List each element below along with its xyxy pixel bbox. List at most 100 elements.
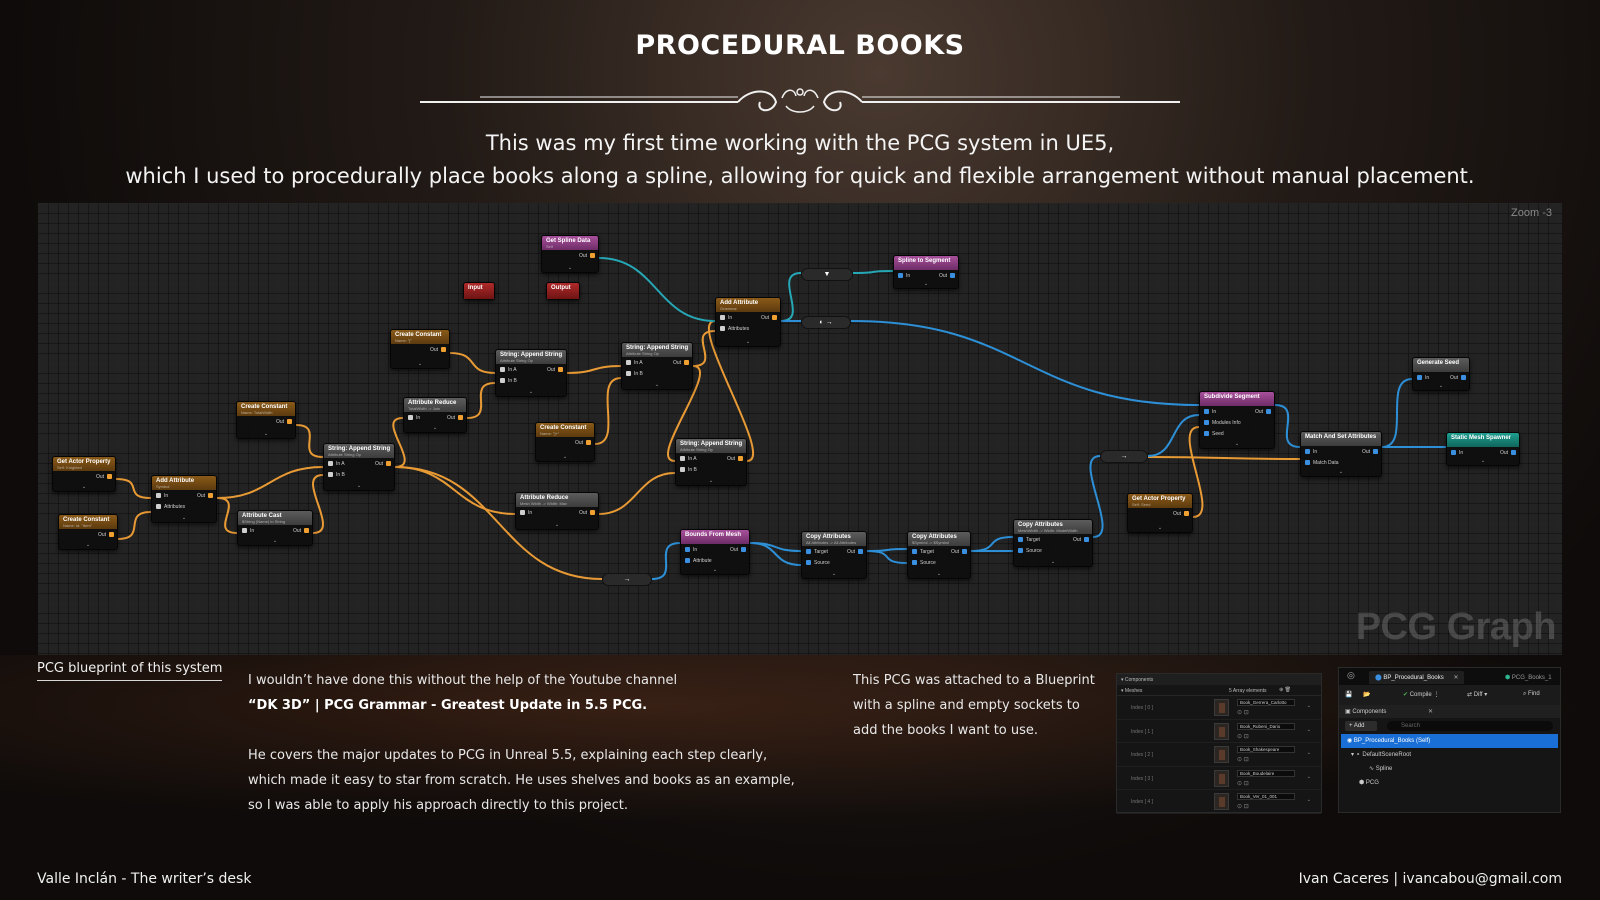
chevron-down-icon[interactable]: ⌄ <box>1306 797 1311 803</box>
close-panel-icon[interactable]: ✕ <box>1428 709 1434 715</box>
pin-out[interactable]: Out <box>98 532 114 538</box>
pin-in-b[interactable]: In B <box>328 472 345 478</box>
node-expand-icon[interactable]: ⌄ <box>554 522 560 528</box>
pin-out[interactable]: Out <box>197 493 213 499</box>
node-expand-icon[interactable]: ⌄ <box>81 484 87 490</box>
pin-in[interactable]: In <box>1305 449 1317 455</box>
mesh-array-row[interactable]: Index [ 4 ]Book_Ver_01_001⊙ ⊡⌄ <box>1117 790 1321 814</box>
pin-seed[interactable]: Seed <box>1204 431 1224 437</box>
add-element-icon[interactable]: ⊕ 🗑 <box>1279 687 1291 693</box>
mesh-asset-select[interactable]: Book_Gerrera_Carlotto <box>1237 699 1295 706</box>
node-expand-icon[interactable]: ⌄ <box>745 339 751 345</box>
pin-in-a[interactable]: In A <box>680 456 697 462</box>
pin-out[interactable]: Out <box>579 253 595 259</box>
chevron-down-icon[interactable]: ⌄ <box>1306 750 1311 756</box>
node-output[interactable]: Output <box>546 282 580 300</box>
meshes-array-panel[interactable]: ▾ Components ▾ Meshes 5 Array elements ⊕… <box>1116 673 1322 814</box>
asset-actions-icon[interactable]: ⊙ ⊡ <box>1237 804 1249 810</box>
tree-item-default-scene-root[interactable]: ▾ ⚬ DefaultSceneRoot <box>1351 752 1412 758</box>
save-icon[interactable]: 💾 <box>1345 692 1353 698</box>
node-expand-icon[interactable]: ⌄ <box>1438 383 1444 389</box>
pin-in[interactable]: In <box>898 273 910 279</box>
pin-in[interactable]: In <box>156 493 168 499</box>
asset-actions-icon[interactable]: ⊙ ⊡ <box>1237 733 1249 740</box>
diff-button[interactable]: ⇄ Diff ▾ <box>1467 692 1488 698</box>
chevron-down-icon[interactable]: ⌄ <box>1306 773 1311 780</box>
node-expand-icon[interactable]: ⌄ <box>712 567 718 573</box>
pin-in[interactable]: In <box>720 315 732 321</box>
pin-modules-info[interactable]: Modules Info <box>1204 420 1241 426</box>
pin-in-b[interactable]: In B <box>500 378 517 384</box>
node-expand-icon[interactable]: ⌄ <box>1480 458 1486 464</box>
chevron-down-icon[interactable]: ⌄ <box>1306 726 1311 733</box>
pin-match-data[interactable]: Match Data <box>1305 460 1339 466</box>
pin-target[interactable]: Target <box>1018 537 1040 543</box>
pin-target[interactable]: Target <box>806 549 828 555</box>
pin-in-a[interactable]: In A <box>328 461 345 467</box>
browse-icon[interactable]: 📂 <box>1363 692 1371 698</box>
pin-out[interactable]: Out <box>730 547 746 553</box>
pin-in-b[interactable]: In B <box>680 467 697 473</box>
tree-item-pcg[interactable]: ⬢ PCG <box>1359 780 1379 786</box>
node-expand-icon[interactable]: ⌄ <box>562 454 568 460</box>
pin-out[interactable]: Out <box>96 474 112 480</box>
close-tab-icon[interactable]: ✕ <box>1453 675 1459 681</box>
node-expand-icon[interactable]: ⌄ <box>432 425 438 431</box>
pin-out[interactable]: Out <box>761 315 777 321</box>
pin-out[interactable]: Out <box>951 549 967 555</box>
find-button[interactable]: ⌕ Find <box>1523 691 1540 697</box>
pin-in[interactable]: In <box>520 510 532 516</box>
pin-attributes[interactable]: Attributes <box>720 326 749 332</box>
pin-source[interactable]: Source <box>912 560 936 566</box>
node-expand-icon[interactable]: ⌄ <box>923 281 929 287</box>
pin-in[interactable]: In <box>1417 375 1429 381</box>
asset-actions-icon[interactable]: ⊙ ⊡ <box>1237 780 1249 787</box>
node-expand-icon[interactable]: ⌄ <box>85 542 91 548</box>
pin-in-a[interactable]: In A <box>500 367 517 373</box>
compile-button[interactable]: ✔ Compile ⋮ <box>1403 692 1440 698</box>
pin-out[interactable]: Out <box>847 549 863 555</box>
pin-target[interactable]: Target <box>912 549 934 555</box>
pin-out[interactable]: Out <box>1500 450 1516 456</box>
node-expand-icon[interactable]: ⌄ <box>936 571 942 577</box>
pin-attributes[interactable]: Attributes <box>156 504 185 510</box>
node-expand-icon[interactable]: ⌄ <box>1338 469 1344 475</box>
pin-out[interactable]: Out <box>1362 449 1378 455</box>
pin-out[interactable]: Out <box>276 419 292 425</box>
pin-out[interactable]: Out <box>1173 511 1189 517</box>
node-expand-icon[interactable]: ⌄ <box>356 483 362 489</box>
component-search-input[interactable]: Search <box>1387 721 1553 731</box>
pin-attribute[interactable]: Attribute <box>685 558 712 564</box>
node-expand-icon[interactable]: ⌄ <box>567 265 573 271</box>
node-expand-icon[interactable]: ⌄ <box>528 389 534 395</box>
mesh-asset-select[interactable]: Book_Ver_01_001 <box>1237 793 1295 800</box>
meshes-row[interactable]: ▾ Meshes 5 Array elements ⊕ 🗑 <box>1117 685 1321 696</box>
node-expand-icon[interactable]: ⌄ <box>831 571 837 577</box>
pin-in-a[interactable]: In A <box>626 360 643 366</box>
node-expand-icon[interactable]: ⌄ <box>1157 525 1163 531</box>
pin-in[interactable]: In <box>685 547 697 553</box>
node-expand-icon[interactable]: ⌄ <box>1050 559 1056 565</box>
node-expand-icon[interactable]: ⌄ <box>181 515 187 521</box>
pin-out[interactable]: Out <box>575 440 591 446</box>
blueprint-editor-panel[interactable]: ◎ ⬤ BP_Procedural_Books ✕ ⬢ PCG_Books_1 … <box>1338 667 1561 813</box>
tab-bp-procedural-books[interactable]: ⬤ BP_Procedural_Books ✕ <box>1369 671 1465 684</box>
